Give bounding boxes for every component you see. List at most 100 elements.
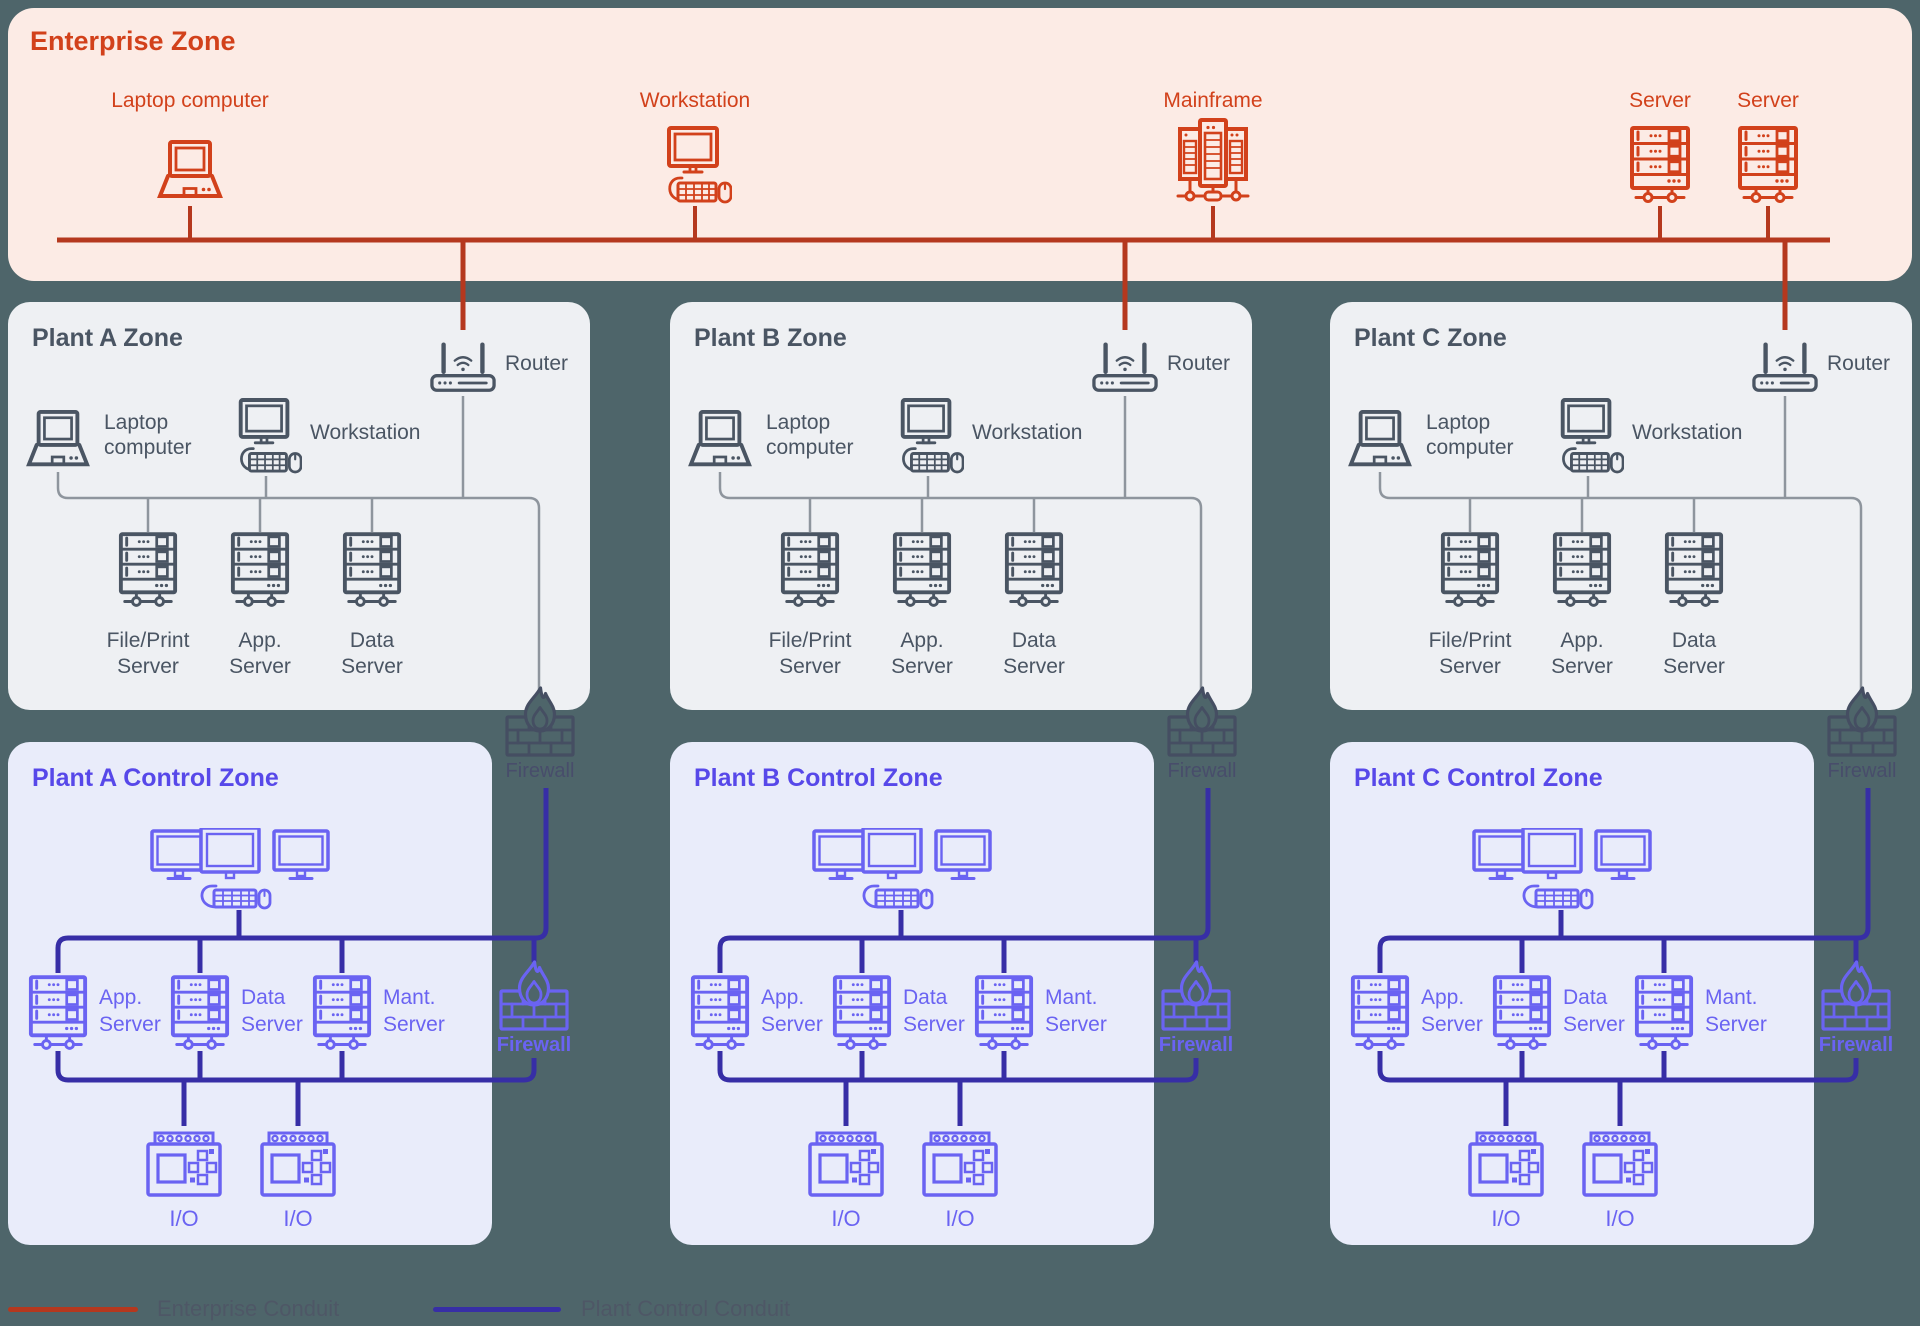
io-module-icon [1582, 1128, 1658, 1198]
firewall-icon [1826, 686, 1898, 758]
io-module-icon [146, 1128, 222, 1198]
laptop-icon [26, 410, 90, 472]
control-server-label-line2: Server [903, 1013, 965, 1036]
plant-server-label-line1: Data [1671, 629, 1717, 652]
enterprise-device-label: Server [1737, 89, 1799, 112]
control-server-label-line2: Server [761, 1013, 823, 1036]
firewall-label: Firewall [1167, 760, 1237, 782]
control-server-label-line1: Mant. [1045, 986, 1098, 1009]
plant-c-zone: Plant C Zone [1330, 302, 1912, 710]
conduit-path [717, 788, 1211, 973]
plant-server-label-line1: File/Print [768, 629, 852, 652]
router-icon [430, 338, 496, 394]
server-icon [689, 975, 751, 1051]
plant-server-label-line2: Server [779, 655, 841, 678]
control-firewall-label: Firewall [496, 1034, 572, 1056]
plant-server-label-line2: Server [1439, 655, 1501, 678]
workstation-icon [658, 126, 732, 204]
enterprise-device-label: Laptop computer [111, 89, 269, 112]
io-module-icon [922, 1128, 998, 1198]
plant-server-label-line2: Server [891, 655, 953, 678]
server-icon [779, 532, 841, 608]
server-icon [1633, 975, 1695, 1051]
control-server-label-line1: App. [1421, 986, 1465, 1009]
server-icon [341, 532, 403, 608]
control-server-label-line1: App. [761, 986, 805, 1009]
workstation-icon [230, 398, 302, 474]
plant-b-control-zone-title: Plant B Control Zone [694, 764, 943, 792]
laptop-label-line2: computer [1426, 436, 1514, 459]
hmi-monitors-icon [812, 828, 992, 912]
firewall-label: Firewall [505, 760, 575, 782]
plant-server-label-line1: App. [238, 629, 282, 652]
laptop-label-line1: Laptop [766, 411, 831, 434]
server-icon [1439, 532, 1501, 608]
io-label: I/O [1605, 1206, 1635, 1231]
laptop-label-line2: computer [766, 436, 854, 459]
conduit-path [717, 1051, 1199, 1083]
router-icon [1092, 338, 1158, 394]
plant-b-control-zone: Plant B Control Zone [670, 742, 1154, 1245]
plant-server-label-line1: App. [900, 629, 944, 652]
plant-server-label-line2: Server [341, 655, 403, 678]
control-server-label-line2: Server [241, 1013, 303, 1036]
conduit-path [718, 472, 1203, 706]
plant-control-conduit-label: Plant Control Conduit [581, 1296, 791, 1321]
plant-c-control-zone: Plant C Control Zone [1330, 742, 1814, 1245]
server-icon [311, 975, 373, 1051]
server-icon [1349, 975, 1411, 1051]
router-label: Router [505, 352, 569, 375]
server-icon [1491, 975, 1553, 1051]
server-icon [117, 532, 179, 608]
server-icon [973, 975, 1035, 1051]
io-module-icon [260, 1128, 336, 1198]
plant-c-control-zone-title: Plant C Control Zone [1354, 764, 1603, 792]
router-label: Router [1167, 352, 1231, 375]
enterprise-conduit-line [8, 1307, 138, 1312]
laptop-icon [1348, 410, 1412, 472]
mainframe-icon [1174, 118, 1252, 204]
plant-server-label-line2: Server [117, 655, 179, 678]
workstation-icon [1552, 398, 1624, 474]
enterprise-zone: Enterprise Zone [8, 8, 1912, 281]
laptop-icon [157, 140, 223, 204]
conduit-path [55, 788, 549, 973]
plant-c-zone-title: Plant C Zone [1354, 324, 1507, 352]
conduit-path [1377, 1051, 1859, 1083]
firewall-icon [504, 686, 576, 758]
workstation-label: Workstation [972, 421, 1083, 444]
server-icon [1736, 126, 1800, 204]
control-server-label-line1: Mant. [383, 986, 436, 1009]
server-icon [229, 532, 291, 608]
server-icon [27, 975, 89, 1051]
conduit-path [55, 1051, 537, 1083]
enterprise-device-label: Server [1629, 89, 1691, 112]
laptop-label-line1: Laptop [104, 411, 169, 434]
plant-a-zone: Plant A Zone [8, 302, 590, 710]
workstation-label: Workstation [1632, 421, 1743, 444]
io-module-icon [808, 1128, 884, 1198]
server-icon [1663, 532, 1725, 608]
server-icon [1551, 532, 1613, 608]
hmi-monitors-icon [1472, 828, 1652, 912]
enterprise-zone-title: Enterprise Zone [30, 26, 236, 56]
laptop-label-line2: computer [104, 436, 192, 459]
conduit-path [56, 472, 541, 706]
control-firewall-label: Firewall [1818, 1034, 1894, 1056]
io-label: I/O [1491, 1206, 1521, 1231]
server-icon [169, 975, 231, 1051]
laptop-label-line1: Laptop [1426, 411, 1491, 434]
server-icon [1003, 532, 1065, 608]
plant-a-control-zone-title: Plant A Control Zone [32, 764, 279, 792]
enterprise-conduit-label: Enterprise Conduit [157, 1296, 340, 1321]
plant-server-label-line2: Server [1663, 655, 1725, 678]
control-server-label-line2: Server [1705, 1013, 1767, 1036]
io-label: I/O [283, 1206, 313, 1231]
io-module-icon [1468, 1128, 1544, 1198]
hmi-monitors-icon [150, 828, 330, 912]
control-server-label-line1: Data [241, 986, 286, 1009]
control-server-label-line1: Data [1563, 986, 1608, 1009]
workstation-icon [892, 398, 964, 474]
